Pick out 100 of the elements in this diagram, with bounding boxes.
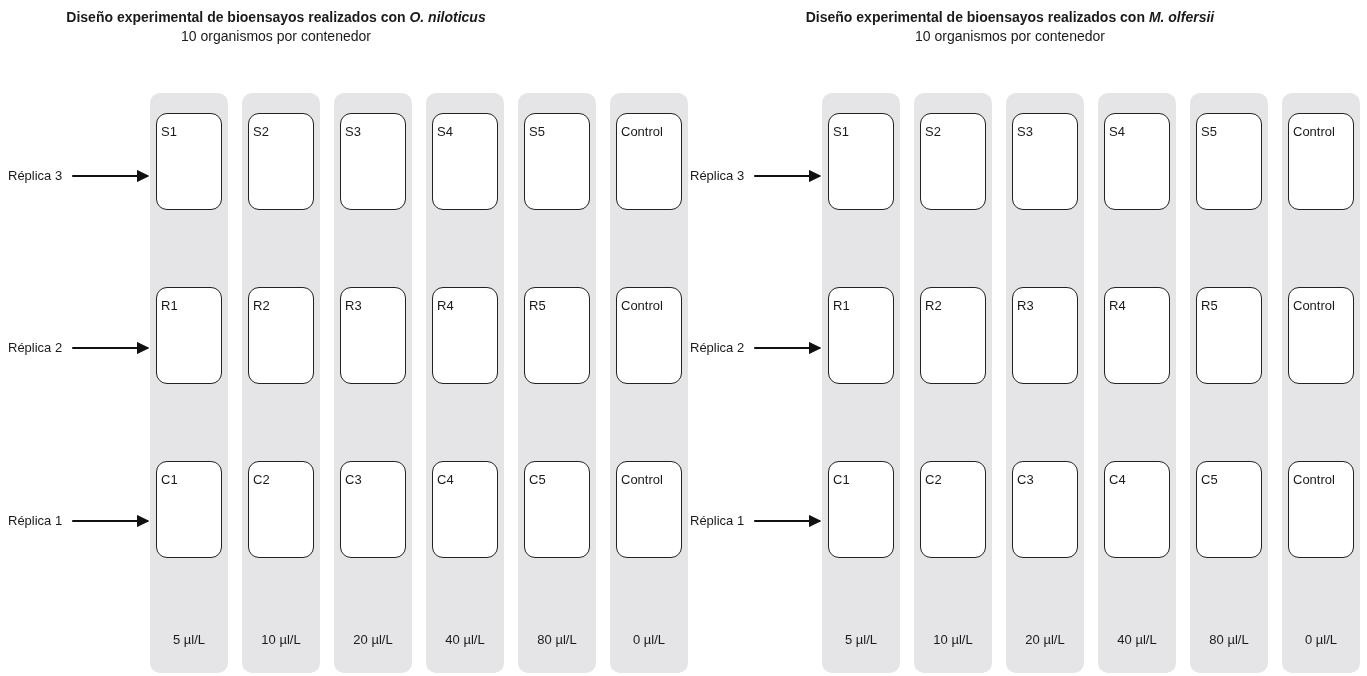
container-box: [1104, 461, 1170, 558]
panel-subheading: 10 organismos por contenedor: [914, 27, 1106, 45]
arrow: [71, 169, 150, 183]
container-box: [1288, 461, 1354, 558]
container-label: C4: [1109, 472, 1126, 487]
container-box: [156, 461, 222, 558]
container-label: R2: [925, 298, 942, 313]
container-label: Control: [1293, 472, 1335, 487]
container-box: [1012, 287, 1078, 384]
container-box: [1104, 287, 1170, 384]
container-box: [248, 287, 314, 384]
arrow: [753, 514, 822, 528]
sample-column: [1190, 93, 1268, 673]
container-box: [1288, 113, 1354, 210]
container-label: Control: [621, 124, 663, 139]
container-label: Control: [1293, 298, 1335, 313]
container-label: Control: [1293, 124, 1335, 139]
container-label: S4: [1109, 124, 1125, 139]
concentration-label: 0 µl/L: [1303, 632, 1339, 647]
container-box: [340, 461, 406, 558]
panel-heading: Diseño experimental de bioensayos realizados con O. niloticus: [65, 8, 487, 26]
row-label: Réplica 2: [690, 340, 745, 356]
arrow: [753, 341, 822, 355]
container-box: [340, 287, 406, 384]
container-label: C2: [925, 472, 942, 487]
container-box: [340, 113, 406, 210]
concentration-label: 40 µl/L: [1116, 632, 1158, 647]
container-label: R5: [1201, 298, 1218, 313]
sample-column: [1098, 93, 1176, 673]
sample-column: [242, 93, 320, 673]
concentration-label: 80 µl/L: [1208, 632, 1250, 647]
sample-column: [1282, 93, 1360, 673]
container-label: S5: [1201, 124, 1217, 139]
container-box: [1196, 287, 1262, 384]
row-label: Réplica 3: [690, 168, 745, 184]
container-box: [616, 113, 682, 210]
container-box: [524, 461, 590, 558]
row-label: Réplica 1: [690, 513, 745, 529]
container-box: [248, 461, 314, 558]
container-label: C4: [437, 472, 454, 487]
container-label: Control: [621, 298, 663, 313]
concentration-label: 5 µl/L: [171, 632, 207, 647]
container-label: R4: [437, 298, 454, 313]
container-box: [1012, 113, 1078, 210]
panel-heading: Diseño experimental de bioensayos realizados con M. olfersii: [804, 8, 1216, 26]
container-label: R3: [1017, 298, 1034, 313]
concentration-label: 0 µl/L: [631, 632, 667, 647]
panel-subheading: 10 organismos por contenedor: [180, 27, 372, 45]
container-label: Control: [621, 472, 663, 487]
sample-column: [610, 93, 688, 673]
container-box: [156, 113, 222, 210]
container-box: [432, 461, 498, 558]
container-box: [248, 113, 314, 210]
arrow: [71, 514, 150, 528]
container-box: [920, 287, 986, 384]
container-box: [920, 113, 986, 210]
container-label: S1: [161, 124, 177, 139]
container-label: R2: [253, 298, 270, 313]
container-label: S2: [925, 124, 941, 139]
container-box: [1196, 461, 1262, 558]
concentration-label: 10 µl/L: [260, 632, 302, 647]
container-box: [432, 287, 498, 384]
concentration-label: 20 µl/L: [1024, 632, 1066, 647]
container-label: S2: [253, 124, 269, 139]
sample-column: [426, 93, 504, 673]
container-box: [616, 287, 682, 384]
concentration-label: 5 µl/L: [843, 632, 879, 647]
concentration-label: 40 µl/L: [444, 632, 486, 647]
container-box: [1012, 461, 1078, 558]
container-box: [1104, 113, 1170, 210]
container-box: [920, 461, 986, 558]
container-box: [1288, 287, 1354, 384]
container-box: [616, 461, 682, 558]
container-label: R5: [529, 298, 546, 313]
sample-column: [914, 93, 992, 673]
concentration-label: 20 µl/L: [352, 632, 394, 647]
row-label: Réplica 1: [8, 513, 63, 529]
container-label: S1: [833, 124, 849, 139]
container-label: R4: [1109, 298, 1126, 313]
sample-column: [822, 93, 900, 673]
concentration-label: 10 µl/L: [932, 632, 974, 647]
sample-column: [150, 93, 228, 673]
arrow: [71, 341, 150, 355]
container-box: [828, 113, 894, 210]
sample-column: [334, 93, 412, 673]
container-label: C5: [529, 472, 546, 487]
container-label: S4: [437, 124, 453, 139]
arrow: [753, 169, 822, 183]
concentration-label: 80 µl/L: [536, 632, 578, 647]
container-box: [432, 113, 498, 210]
container-box: [156, 287, 222, 384]
container-label: C1: [161, 472, 178, 487]
sample-column: [1006, 93, 1084, 673]
row-label: Réplica 3: [8, 168, 63, 184]
container-label: S3: [1017, 124, 1033, 139]
container-box: [1196, 113, 1262, 210]
container-label: C3: [345, 472, 362, 487]
container-box: [828, 461, 894, 558]
sample-column: [518, 93, 596, 673]
container-label: C2: [253, 472, 270, 487]
